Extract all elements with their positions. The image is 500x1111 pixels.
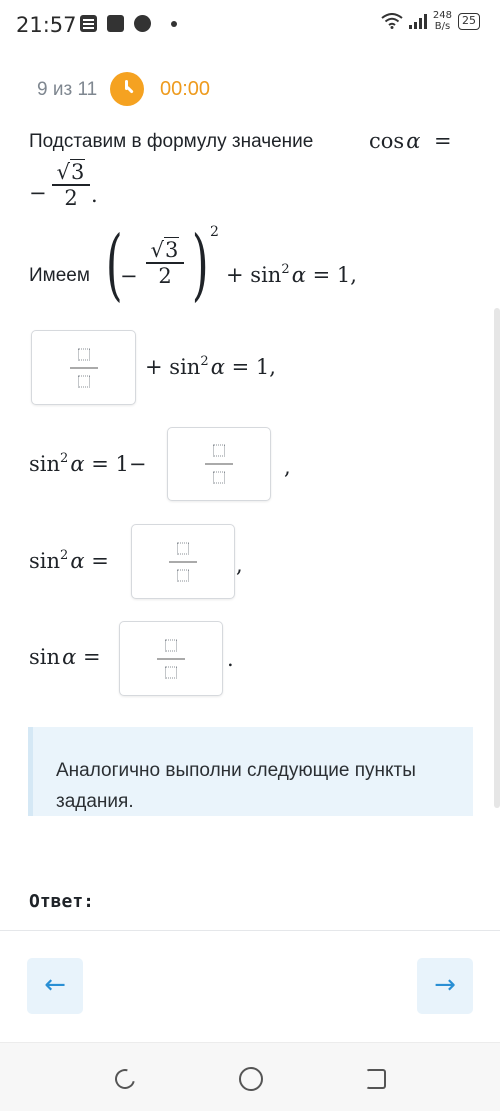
timer-icon (110, 72, 144, 106)
paren-left: ( (105, 220, 123, 310)
back-icon[interactable] (111, 1065, 139, 1093)
line4-rest: + sin2 α = 1, (145, 354, 276, 379)
paren-exponent: 2 (210, 224, 219, 240)
recent-apps-icon[interactable] (366, 1069, 386, 1089)
answer-input-1[interactable] (31, 330, 136, 405)
notification-icons (80, 15, 177, 32)
battery-icon: 25 (458, 12, 480, 30)
list-icon (80, 15, 97, 32)
answer-input-2[interactable] (167, 427, 271, 501)
line5-left: sin2 α = 1− (29, 451, 147, 476)
line7-left: sin α = (29, 645, 101, 669)
net-speed: 248 B/s (433, 10, 452, 32)
line6-left: sin2 α = (29, 548, 109, 573)
answer-input-3[interactable] (131, 524, 235, 599)
paren-fraction: √3 2 (146, 237, 184, 288)
dot-icon (171, 20, 177, 27)
line6-comma: , (236, 553, 243, 577)
intro-equals: = (434, 129, 452, 153)
fraction-placeholder (67, 348, 101, 387)
line7-period: . (227, 647, 234, 671)
prev-button[interactable]: ← (27, 958, 83, 1014)
status-time: 21:57 (16, 13, 77, 37)
wifi-icon (381, 13, 403, 29)
intro-text: Подставим в формулу значение (29, 131, 314, 152)
message-icon (134, 15, 151, 32)
system-nav-bar (0, 1042, 500, 1111)
hint-text: Аналогично выполни следующие пункты зада… (56, 760, 416, 812)
divider (0, 930, 500, 931)
timer-value: 00:00 (160, 78, 211, 100)
value-period: . (91, 183, 98, 207)
net-speed-unit: B/s (434, 21, 451, 32)
scrollbar[interactable] (494, 308, 500, 808)
intro-cos: cos α (369, 129, 421, 153)
game-icon (107, 15, 124, 32)
next-button[interactable]: → (417, 958, 473, 1014)
status-right: 248 B/s 25 (381, 10, 480, 32)
home-icon[interactable] (239, 1067, 263, 1091)
answer-input-4[interactable] (119, 621, 223, 696)
fraction-placeholder (154, 639, 188, 678)
task-header: 9 из 11 00:00 (0, 66, 500, 112)
imeem-text: Имеем (29, 265, 90, 286)
status-bar: 21:57 248 B/s 25 (0, 0, 500, 52)
value-minus: − (29, 181, 47, 205)
line5-comma: , (284, 455, 291, 479)
task-progress: 9 из 11 (37, 79, 98, 100)
arrow-right-icon: → (434, 970, 456, 1000)
paren-minus: − (120, 264, 138, 288)
value-fraction: √3 2 (52, 159, 90, 210)
line3-rest: + sin2 α = 1, (226, 262, 357, 287)
arrow-left-icon: ← (44, 970, 66, 1000)
fraction-placeholder (166, 542, 200, 581)
paren-right: ) (191, 220, 209, 310)
hint-box: Аналогично выполни следующие пункты зада… (28, 727, 473, 816)
signal-icon (408, 13, 427, 29)
answer-label: Ответ: (29, 891, 95, 912)
fraction-placeholder (202, 444, 236, 484)
net-speed-value: 248 (432, 10, 452, 21)
